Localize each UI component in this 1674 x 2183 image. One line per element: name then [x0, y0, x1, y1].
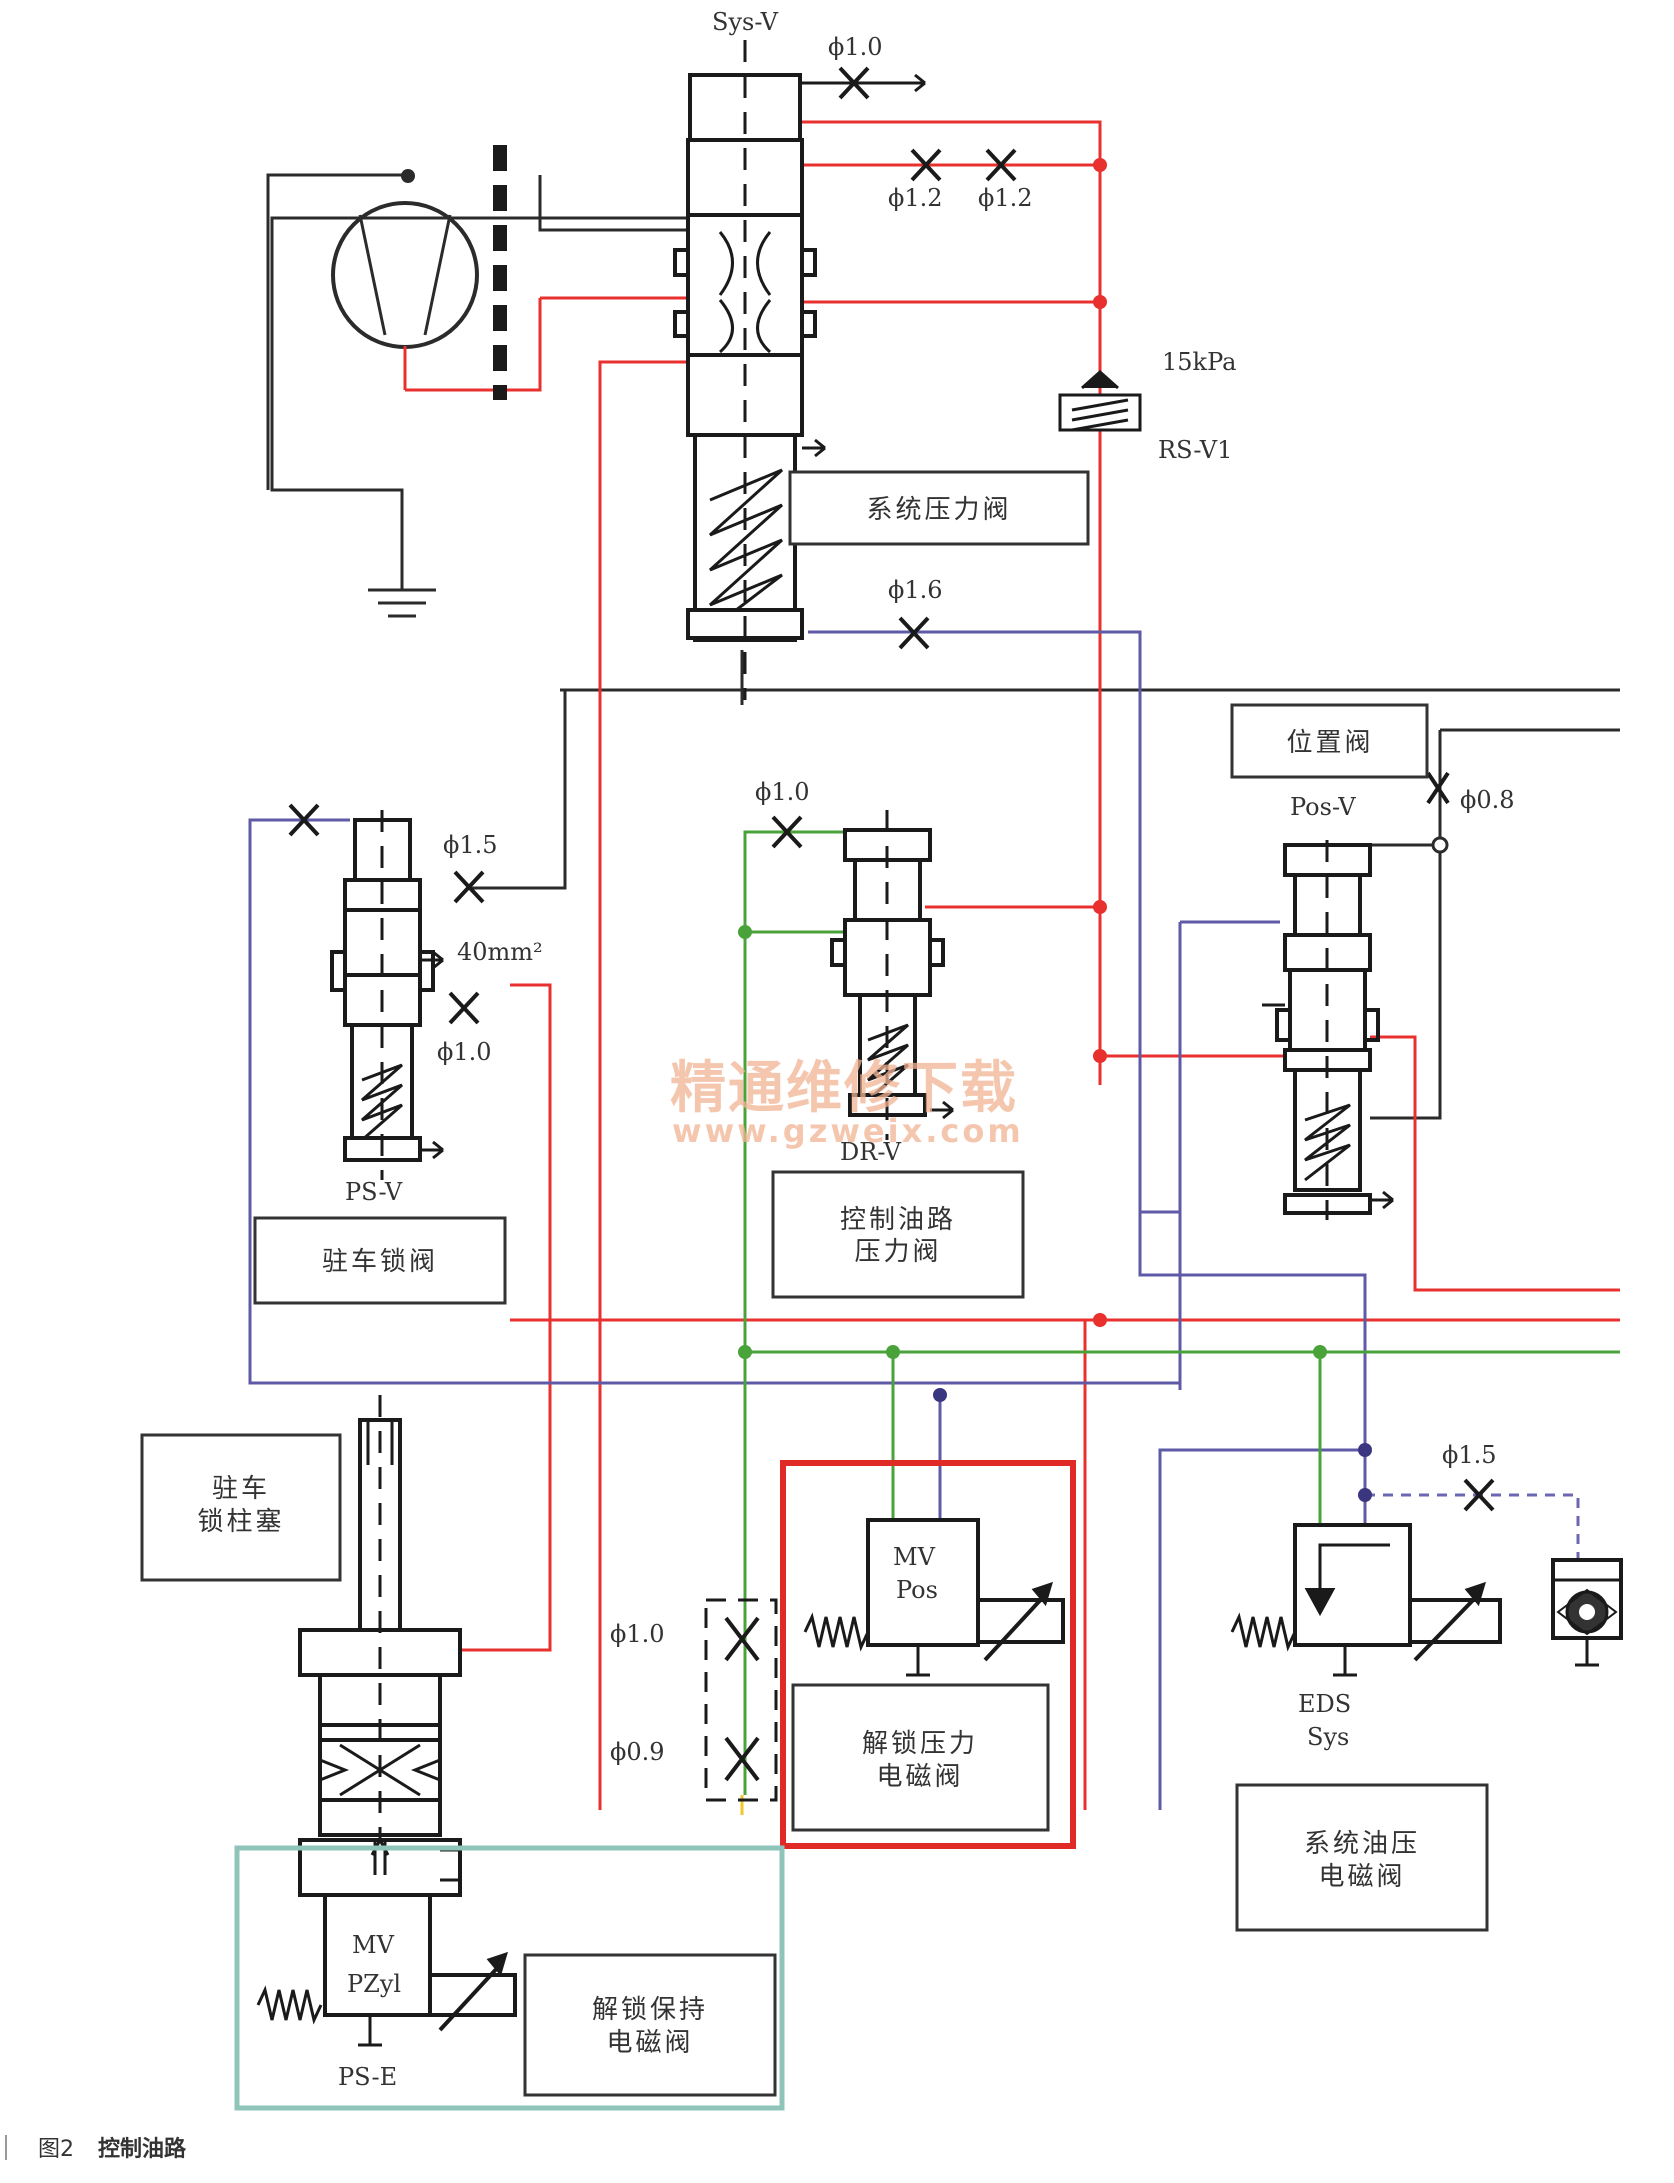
park-lock-valve-box-label: 驻车锁阀	[322, 1247, 438, 1277]
mv-pos-label-2: Pos	[896, 1576, 938, 1604]
system-oil-box-label-1: 系统油压	[1304, 1829, 1420, 1859]
orifice-label-08: ϕ0.8	[1460, 786, 1515, 814]
blue-dashed-line	[1365, 1493, 1580, 1560]
mv-pos-label-1: MV	[893, 1543, 936, 1571]
red-junctions	[1093, 158, 1107, 1327]
blue-lines	[248, 630, 1367, 1810]
orifice-label-15-ps: ϕ1.5	[443, 831, 498, 859]
dashed-orifice-box	[704, 1598, 778, 1802]
orifice-label-10-ps: ϕ1.0	[437, 1038, 492, 1066]
pos-v-label: Pos-V	[1290, 793, 1356, 821]
orifice-label-12a: ϕ1.2	[888, 184, 943, 212]
sys-v-valve	[673, 40, 826, 700]
dr-v-label: DR-V	[840, 1138, 902, 1166]
eds-label-2: Sys	[1307, 1723, 1349, 1751]
unlock-hold-box-label-2: 电磁阀	[606, 2028, 693, 2058]
unlock-hold-highlight-frame	[234, 1845, 785, 2111]
ps-v-label: PS-V	[345, 1178, 403, 1206]
system-oil-box-label-2: 电磁阀	[1318, 1862, 1405, 1892]
area-label-40mm: 40mm²	[457, 938, 543, 966]
unlock-pressure-box-label-2: 电磁阀	[876, 1762, 963, 1792]
sys-pressure-valve-box-label: 系统压力阀	[866, 495, 1011, 525]
pos-v-valve	[1262, 840, 1394, 1220]
orifice-label-12b: ϕ1.2	[978, 184, 1033, 212]
control-oil-valve-box-label-1: 控制油路	[840, 1205, 956, 1235]
ground-symbol	[368, 578, 436, 618]
blue-junctions	[933, 1388, 1372, 1502]
watermark-line2: www.gzweix.com	[672, 1112, 1024, 1150]
eds-sys-solenoid	[1230, 1523, 1502, 1677]
orifice-label-10-dr: ϕ1.0	[755, 778, 810, 806]
label-boxes	[140, 470, 1489, 2097]
ps-v-valve	[330, 810, 444, 1180]
red-lines	[460, 120, 1620, 1810]
mv-pos-solenoid	[803, 1518, 1065, 1677]
position-valve-box-label: 位置阀	[1286, 728, 1373, 758]
kpa-label: 15kPa	[1162, 348, 1236, 376]
orifice-label-15-eds: ϕ1.5	[1442, 1441, 1497, 1469]
park-lock-piston	[298, 1395, 462, 1870]
mv-pzyl-label-2: PZyl	[347, 1970, 401, 1998]
orifice-markers	[288, 66, 1495, 1782]
unlock-pressure-highlight-frame	[780, 1460, 1076, 1849]
unlock-hold-box-label-1: 解锁保持	[592, 1995, 708, 2025]
rs-v1-label: RS-V1	[1158, 436, 1232, 464]
figure-title: 控制油路	[98, 2136, 187, 2162]
unlock-pressure-box-label-1: 解锁压力	[862, 1729, 978, 1759]
figure-number: 图2	[38, 2137, 74, 2162]
mv-pzyl-label-1: MV	[352, 1931, 395, 1959]
control-oil-valve-box-label-2: 压力阀	[854, 1237, 941, 1267]
orifice-label-16: ϕ1.6	[888, 576, 943, 604]
orifice-label-10-low: ϕ1.0	[610, 1620, 665, 1648]
sys-v-label: Sys-V	[712, 8, 779, 36]
ps-e-label: PS-E	[338, 2063, 397, 2091]
park-lock-piston-box-label-2: 锁柱塞	[197, 1507, 284, 1537]
watermark-line1: 精通维修下载	[670, 1056, 1018, 1121]
eds-label-1: EDS	[1298, 1690, 1351, 1718]
green-junctions	[738, 925, 1327, 1359]
orifice-label-top: ϕ1.0	[828, 33, 883, 61]
park-lock-piston-box-label-1: 驻车	[212, 1474, 270, 1504]
dr-v-valve	[830, 810, 954, 1140]
rs-v1-check-valve	[1058, 369, 1142, 432]
black-lines	[266, 173, 1620, 1120]
accumulator-symbol	[1551, 1558, 1623, 1667]
orifice-label-09: ϕ0.9	[610, 1738, 665, 1766]
pump-symbol	[331, 145, 690, 400]
